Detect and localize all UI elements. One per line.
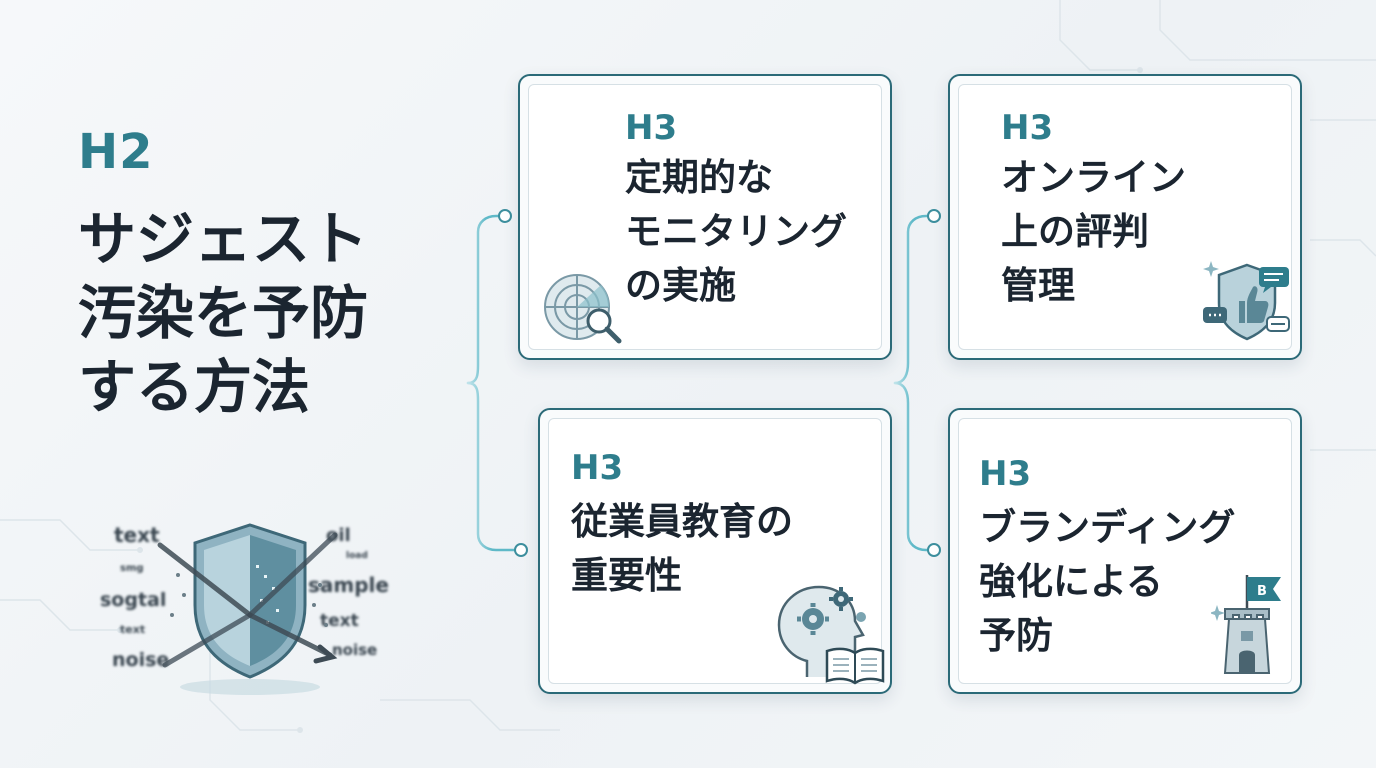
main-heading-line: サジェスト bbox=[78, 205, 369, 273]
shield-thumbs-up-icon bbox=[1203, 261, 1290, 341]
card-monitoring: H3 定期的な モニタリング の実施 bbox=[518, 74, 892, 360]
head-gears-book-icon bbox=[777, 585, 885, 685]
connector-dot bbox=[927, 209, 941, 223]
shield-icon bbox=[157, 523, 338, 695]
card-reputation: H3 オンライン 上の評判 管理 bbox=[948, 74, 1302, 360]
card-title-line: 予防 bbox=[979, 614, 1053, 657]
card-title-line: 上の評判 bbox=[1001, 210, 1149, 253]
card-inner: H3 オンライン 上の評判 管理 bbox=[958, 84, 1292, 350]
card-title-line: オンライン bbox=[1001, 156, 1186, 199]
noise-word: load bbox=[346, 551, 368, 561]
card-inner: H3 ブランディング 強化による 予防 B bbox=[958, 418, 1292, 684]
noise-word: text bbox=[320, 611, 359, 631]
card-title-line: ブランディング bbox=[979, 506, 1236, 549]
castle-flag-icon: B bbox=[1211, 575, 1281, 674]
card-branding: H3 ブランディング 強化による 予防 B bbox=[948, 408, 1302, 694]
card-inner: H3 定期的な モニタリング の実施 bbox=[528, 84, 882, 350]
main-heading-title: サジェスト 汚染を予防 する方法 bbox=[78, 202, 458, 424]
card-title: 定期的な モニタリング の実施 bbox=[625, 151, 847, 313]
card-title-line: 強化による bbox=[979, 560, 1163, 603]
card-tag: H3 bbox=[571, 448, 624, 488]
card-title-line: 重要性 bbox=[571, 554, 682, 597]
card-title-line: モニタリング bbox=[625, 210, 847, 253]
connector-dot bbox=[498, 209, 512, 223]
main-heading: H2 サジェスト 汚染を予防 する方法 bbox=[78, 128, 458, 424]
noise-word: noise bbox=[332, 641, 378, 659]
card-title: ブランディング 強化による 予防 bbox=[979, 501, 1235, 663]
main-heading-line: する方法 bbox=[78, 353, 311, 421]
noise-word: text bbox=[120, 623, 146, 636]
flag-letter: B bbox=[1257, 584, 1267, 599]
radar-magnifier-icon bbox=[544, 274, 622, 344]
noise-word: text bbox=[114, 523, 160, 547]
connector-dot bbox=[514, 543, 528, 557]
card-tag: H3 bbox=[1001, 108, 1054, 148]
card-tag: H3 bbox=[979, 454, 1032, 494]
card-title-line: 管理 bbox=[1001, 264, 1075, 307]
main-heading-tag: H2 bbox=[78, 124, 154, 180]
main-heading-line: 汚染を予防 bbox=[78, 279, 369, 347]
card-title: オンライン 上の評判 管理 bbox=[1001, 151, 1186, 313]
card-employee-education: H3 従業員教育の 重要性 bbox=[538, 408, 892, 694]
noise-word: smg bbox=[120, 563, 144, 574]
noise-word: noise bbox=[112, 649, 170, 671]
noise-word: sogtal bbox=[100, 589, 167, 611]
card-tag: H3 bbox=[625, 108, 678, 148]
card-title-line: の実施 bbox=[625, 264, 736, 307]
connector-dot bbox=[927, 543, 941, 557]
card-title: 従業員教育の 重要性 bbox=[571, 495, 793, 603]
shield-noise-illustration: text smg sogtal text noise oil load samp… bbox=[100, 505, 400, 715]
card-title-line: 従業員教育の bbox=[571, 500, 793, 543]
card-inner: H3 従業員教育の 重要性 bbox=[548, 418, 885, 685]
card-title-line: 定期的な bbox=[625, 156, 773, 199]
